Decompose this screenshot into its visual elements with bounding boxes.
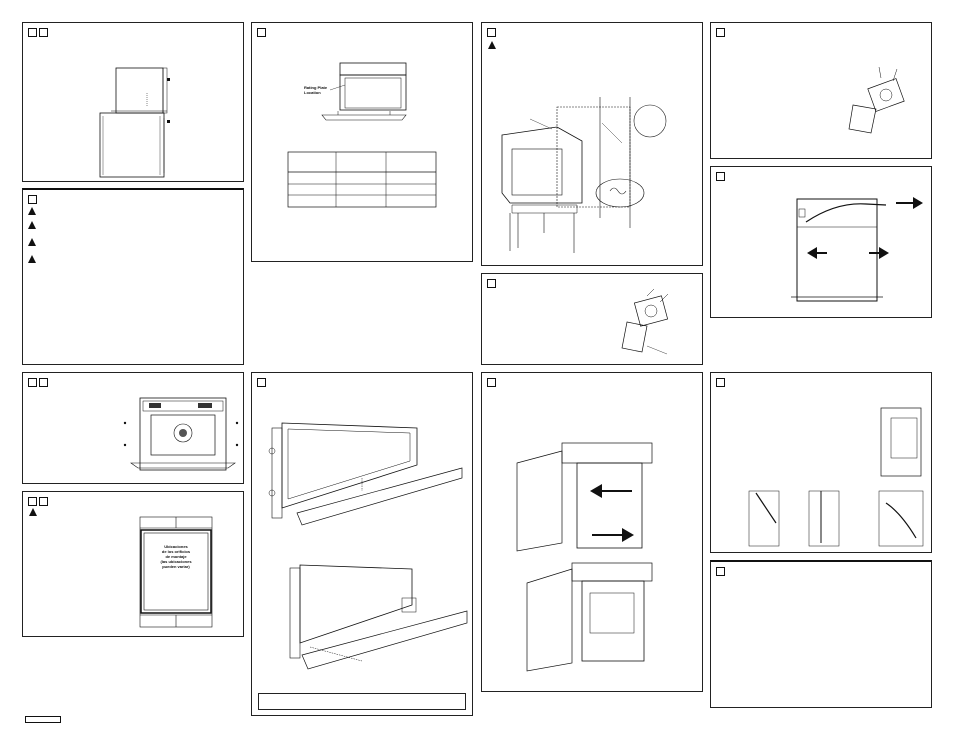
cabinet-cutout-illustration [139,516,213,628]
rating-plate-location-label: Rating Plate Location [304,85,328,95]
oven-slide-in-illustration [516,442,653,672]
warning-icon [28,207,36,215]
step-indicator [257,28,266,37]
panel-wiring-connection [710,22,932,159]
step-indicator [716,567,725,576]
step-indicator [716,172,725,181]
oven-bottom-trim-illustration-bottom [289,564,468,670]
step-indicator [716,28,725,37]
mounting-holes-label: Ubicaciones de los orificios de montaje … [160,544,192,569]
step-indicator [487,378,496,387]
panel-notes [710,560,932,708]
warning-icon [28,221,36,229]
step-indicator [28,378,48,387]
note-box [258,693,466,710]
warning-icon [488,41,496,49]
page-code-box [25,716,61,723]
warning-icon [28,238,36,246]
junction-box-illustration [621,288,669,355]
panel-mounting-holes: Ubicaciones de los orificios de montaje … [22,491,244,637]
step-indicator [28,497,48,506]
step-indicator [487,28,496,37]
oven-bottom-trim-illustration-top [268,422,463,526]
wiring-junction-illustration [848,66,905,134]
step-indicator [28,28,48,37]
oven-into-cabinet-illustration [501,97,667,253]
panel-trim-clips [710,372,932,553]
microwave-oven-illustration [123,397,239,471]
panel-rating-plate: Rating Plate Location [251,22,473,262]
panel-oven-dimensions [22,22,244,182]
step-indicator [28,195,37,204]
warning-icon [29,508,37,516]
oven-side-view-illustration [99,67,170,178]
oven-cord-routing-illustration [791,197,923,302]
trim-clip-details-illustration [748,407,924,547]
panel-warnings [22,188,244,365]
panel-cord-routing [710,166,932,318]
specifications-table [287,151,437,208]
step-indicator [487,279,496,288]
warning-icon [28,255,36,263]
panel-oven-side-supports [481,372,703,692]
panel-cabinet-installation [481,22,703,266]
panel-junction-box [481,273,703,365]
panel-toe-kick-install [251,372,473,716]
step-indicator [257,378,266,387]
oven-rating-plate-illustration [321,62,407,121]
step-indicator [716,378,725,387]
panel-microwave-front [22,372,244,484]
